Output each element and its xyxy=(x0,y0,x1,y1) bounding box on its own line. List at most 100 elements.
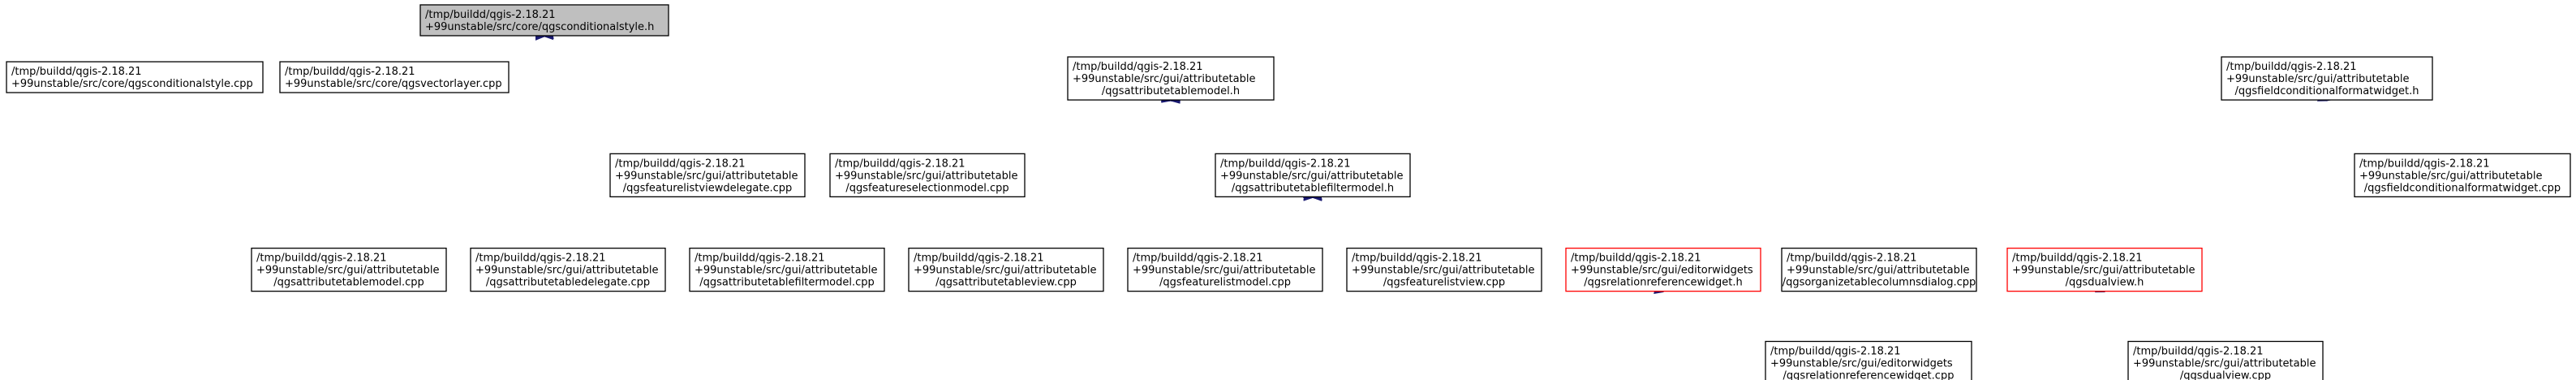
edge-qgsdualview_h-to-qgsdualview_cpp xyxy=(2094,284,2105,293)
node-qgsdualview_h[interactable]: /tmp/buildd/qgis-2.18.21+99unstable/src/… xyxy=(2006,248,2203,292)
node-label-line: /tmp/buildd/qgis-2.18.21 xyxy=(1133,253,1263,265)
node-box xyxy=(2006,248,2203,292)
node-qgsattributetableview_cpp[interactable]: /tmp/buildd/qgis-2.18.21+99unstable/src/… xyxy=(908,248,1104,292)
node-label-line: +99unstable/src/gui/editorwidgets xyxy=(1770,357,1953,369)
edge-qgsattributetablefiltermodel_h-to-qgsorganizetablecolumnsdialog_cpp xyxy=(1303,192,1314,201)
node-qgsfeaturelistviewdelegate_cpp[interactable]: /tmp/buildd/qgis-2.18.21+99unstable/src/… xyxy=(609,153,806,198)
node-qgsdualview_cpp[interactable]: /tmp/buildd/qgis-2.18.21+99unstable/src/… xyxy=(2127,340,2324,380)
edge-qgsattributetablefiltermodel_h-to-qgsfeaturelistview_cpp xyxy=(1302,190,1314,199)
node-label-line: +99unstable/src/gui/attributetable xyxy=(1220,170,1403,182)
edge-qgsattributetablemodel_h-to-qgsfeaturelistviewdelegate_cpp xyxy=(1170,95,1180,104)
node-label-line: +99unstable/src/gui/attributetable xyxy=(695,265,877,277)
node-label-line: /qgsrelationreferencewidget.cpp xyxy=(1783,369,1955,380)
node-qgsrelationreferencewidget_cpp[interactable]: /tmp/buildd/qgis-2.18.21+99unstable/src/… xyxy=(1765,340,1972,380)
node-label-line: +99unstable/src/gui/attributetable xyxy=(2226,73,2409,85)
node-label-line: /tmp/buildd/qgis-2.18.21 xyxy=(1073,61,1203,73)
node-label-line: /tmp/buildd/qgis-2.18.21 xyxy=(1220,158,1351,170)
node-label-line: +99unstable/src/gui/attributetable xyxy=(1787,265,1969,277)
node-label-line: /tmp/buildd/qgis-2.18.21 xyxy=(2133,345,2264,357)
node-box xyxy=(1215,153,1411,198)
node-label-line: /qgsorganizetablecolumnsdialog.cpp xyxy=(1783,277,1976,289)
edge-qgsfieldconditionalformatwidget_h-to-qgsdualview_h xyxy=(2326,92,2337,101)
node-qgsfeatureselectionmodel_cpp[interactable]: /tmp/buildd/qgis-2.18.21+99unstable/src/… xyxy=(829,153,1026,198)
node-label-line: /qgsattributetablemodel.h xyxy=(1102,85,1240,97)
node-label-line: /tmp/buildd/qgis-2.18.21 xyxy=(2359,158,2490,170)
node-label-line: /tmp/buildd/qgis-2.18.21 xyxy=(11,66,142,78)
edge-qgsattributetablemodel_h-to-qgsattributetableview_cpp xyxy=(1170,92,1180,101)
node-label-line: /tmp/buildd/qgis-2.18.21 xyxy=(425,9,556,21)
node-label-line: /tmp/buildd/qgis-2.18.21 xyxy=(615,158,746,170)
node-label-line: /qgsattributetabledelegate.cpp xyxy=(486,277,650,289)
node-box xyxy=(689,248,885,292)
node-label-line: /tmp/buildd/qgis-2.18.21 xyxy=(2226,61,2357,73)
node-qgsconditionalstyle_cpp[interactable]: /tmp/buildd/qgis-2.18.21+99unstable/src/… xyxy=(6,61,264,93)
node-qgsattributetabledelegate_cpp[interactable]: /tmp/buildd/qgis-2.18.21+99unstable/src/… xyxy=(470,248,666,292)
node-box xyxy=(2221,56,2433,101)
edge-qgsattributetablefiltermodel_h-to-qgsdualview_h xyxy=(1303,192,1314,201)
node-qgsfieldconditionalformatwidget_cpp[interactable]: /tmp/buildd/qgis-2.18.21+99unstable/src/… xyxy=(2354,153,2571,198)
node-label-line: /tmp/buildd/qgis-2.18.21 xyxy=(1571,253,1701,265)
node-label-line: +99unstable/src/gui/attributetable xyxy=(1073,73,1255,85)
node-label-line: +99unstable/src/core/qgsconditionalstyle… xyxy=(11,78,253,90)
node-label-line: /qgsrelationreferencewidget.h xyxy=(1584,277,1742,289)
node-label-line: /tmp/buildd/qgis-2.18.21 xyxy=(1787,253,1917,265)
node-label-line: /tmp/buildd/qgis-2.18.21 xyxy=(285,66,415,78)
edge-qgsattributetablemodel_h-to-qgsrelationreferencewidget_cpp xyxy=(1160,93,1172,102)
node-label-line: /qgsfeaturelistview.cpp xyxy=(1383,277,1505,289)
edge-qgsattributetablemodel_h-to-qgsfeatureselectionmodel_cpp xyxy=(1170,94,1180,103)
node-qgsfieldconditionalformatwidget_h[interactable]: /tmp/buildd/qgis-2.18.21+99unstable/src/… xyxy=(2221,56,2433,101)
node-label-line: +99unstable/src/gui/attributetable xyxy=(2359,170,2542,182)
node-label-line: /qgsdualview.cpp xyxy=(2180,369,2271,380)
node-box xyxy=(2354,153,2571,198)
node-box xyxy=(1765,340,1972,380)
node-label-line: +99unstable/src/gui/attributetable xyxy=(615,170,798,182)
edge-root-to-qgsconditionalstyle_cpp xyxy=(544,32,554,41)
node-qgsorganizetablecolumnsdialog_cpp[interactable]: /tmp/buildd/qgis-2.18.21+99unstable/src/… xyxy=(1781,248,1977,292)
node-box xyxy=(829,153,1026,198)
node-label-line: /tmp/buildd/qgis-2.18.21 xyxy=(695,253,825,265)
edge-qgsattributetablefiltermodel_h-to-qgsfeaturelistmodel_cpp xyxy=(1312,189,1323,198)
node-box xyxy=(908,248,1104,292)
node-box xyxy=(1127,248,1323,292)
node-box xyxy=(1565,248,1761,292)
node-qgsfeaturelistview_cpp[interactable]: /tmp/buildd/qgis-2.18.21+99unstable/src/… xyxy=(1346,248,1542,292)
node-label-line: /qgsfieldconditionalformatwidget.cpp xyxy=(2364,182,2561,194)
node-label-line: /tmp/buildd/qgis-2.18.21 xyxy=(835,158,965,170)
edge-qgsattributetablemodel_h-to-qgsdualview_cpp xyxy=(1161,94,1172,103)
node-label-line: +99unstable/src/gui/attributetable xyxy=(2012,265,2195,277)
node-box xyxy=(1067,56,1275,101)
node-box xyxy=(2127,340,2324,380)
node-qgsattributetablemodel_h[interactable]: /tmp/buildd/qgis-2.18.21+99unstable/src/… xyxy=(1067,56,1275,101)
node-qgsattributetablefiltermodel_cpp[interactable]: /tmp/buildd/qgis-2.18.21+99unstable/src/… xyxy=(689,248,885,292)
node-label-line: /qgsattributetablefiltermodel.cpp xyxy=(699,277,875,289)
node-root[interactable]: /tmp/buildd/qgis-2.18.21+99unstable/src/… xyxy=(419,4,669,37)
node-qgsvectorlayer_cpp[interactable]: /tmp/buildd/qgis-2.18.21+99unstable/src/… xyxy=(279,61,510,93)
edge-root-to-qgsvectorlayer_cpp xyxy=(544,31,554,40)
node-qgsattributetablemodel_cpp[interactable]: /tmp/buildd/qgis-2.18.21+99unstable/src/… xyxy=(251,248,447,292)
edge-qgsattributetablefiltermodel_h-to-qgsrelationreferencewidget_h xyxy=(1303,192,1314,201)
node-box xyxy=(251,248,447,292)
node-label-line: +99unstable/src/core/qgsconditionalstyle… xyxy=(425,21,654,33)
node-qgsattributetablefiltermodel_h[interactable]: /tmp/buildd/qgis-2.18.21+99unstable/src/… xyxy=(1215,153,1411,198)
edge-root-to-qgsattributetablemodel_h xyxy=(535,32,545,41)
node-label-line: /qgsfeatureselectionmodel.cpp xyxy=(845,182,1008,194)
node-qgsrelationreferencewidget_h[interactable]: /tmp/buildd/qgis-2.18.21+99unstable/src/… xyxy=(1565,248,1761,292)
node-label-line: +99unstable/src/gui/editorwidgets xyxy=(1571,265,1753,277)
node-label-line: /qgsfeaturelistviewdelegate.cpp xyxy=(623,182,793,194)
node-label-line: +99unstable/src/core/qgsvectorlayer.cpp xyxy=(285,78,502,90)
node-label-line: /qgsattributetablefiltermodel.h xyxy=(1232,182,1394,194)
edge-qgsrelationreferencewidget_h-to-qgsrelationreferencewidget_cpp xyxy=(1654,286,1664,294)
node-label-line: +99unstable/src/gui/attributetable xyxy=(914,265,1096,277)
node-label-line: +99unstable/src/gui/attributetable xyxy=(256,265,439,277)
node-label-line: /tmp/buildd/qgis-2.18.21 xyxy=(2012,253,2143,265)
node-qgsfeaturelistmodel_cpp[interactable]: /tmp/buildd/qgis-2.18.21+99unstable/src/… xyxy=(1127,248,1323,292)
edge-root-to-qgsfieldconditionalformatwidget_h xyxy=(535,32,545,41)
node-label-line: /tmp/buildd/qgis-2.18.21 xyxy=(1770,345,1901,357)
edge-qgsattributetablefiltermodel_h-to-qgsattributetablemodel_cpp xyxy=(1312,192,1322,201)
node-label-line: /qgsfeaturelistmodel.cpp xyxy=(1159,277,1291,289)
node-label-line: /qgsfieldconditionalformatwidget.h xyxy=(2235,85,2419,97)
node-label-line: +99unstable/src/gui/attributetable xyxy=(2133,357,2316,369)
node-label-line: +99unstable/src/gui/attributetable xyxy=(475,265,658,277)
node-box xyxy=(609,153,806,198)
